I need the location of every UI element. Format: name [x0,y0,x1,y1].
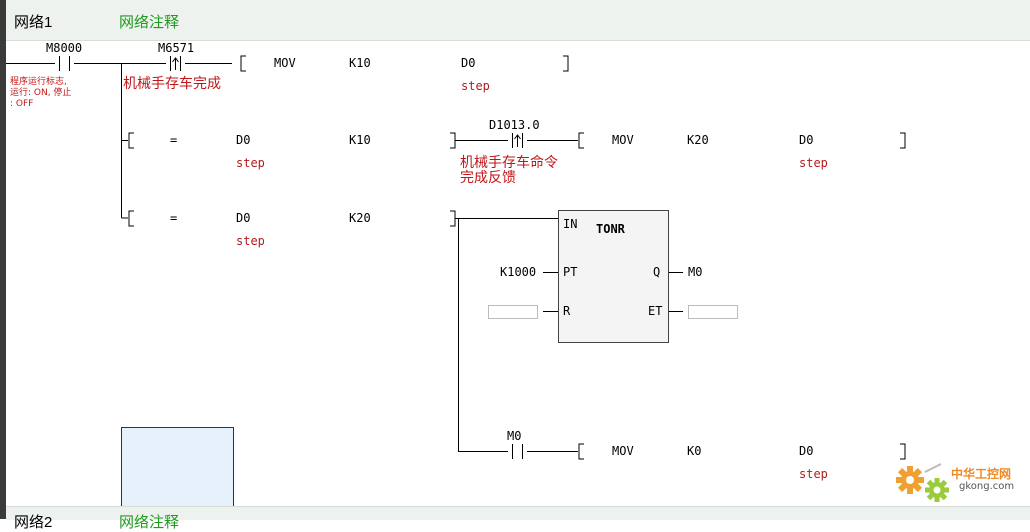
ladder-wiring [6,55,906,460]
tonr-r-pin: R [563,304,571,318]
tonr-q-output[interactable]: M0 [688,265,703,279]
mov2-dst[interactable]: D0 [799,133,814,147]
network-title: 网络1 [14,14,53,31]
tonr-in-pin: IN [563,217,578,231]
watermark-brand: 中华工控网 [951,467,1012,481]
mov3-dst-symbol: step [799,467,828,481]
editor-left-border [0,0,6,519]
compare2-b[interactable]: K20 [349,211,371,225]
contact-m0-address[interactable]: M0 [507,429,522,443]
contact-d1013-address[interactable]: D1013.0 [489,118,540,132]
mov2-op[interactable]: MOV [612,133,634,147]
mov1-dst-symbol: step [461,79,490,93]
network-header[interactable]: 网络2 网络注释 [6,506,1030,531]
mov3-dst[interactable]: D0 [799,444,814,458]
network-header[interactable]: 网络1 网络注释 [6,0,1030,41]
compare2-op[interactable]: = [170,211,178,225]
gkong-watermark: 中华工控网 gkong.com [893,460,1023,508]
network-title: 网络2 [14,514,53,531]
tonr-r-operand-field[interactable] [488,305,538,319]
network-comment[interactable]: 网络注释 [119,514,180,531]
network-comment[interactable]: 网络注释 [119,14,180,31]
tonr-q-pin: Q [653,265,661,279]
tonr-pt-value[interactable]: K1000 [500,265,537,279]
mov1-dst[interactable]: D0 [461,56,476,70]
mov2-src[interactable]: K20 [687,133,709,147]
tonr-et-pin: ET [648,304,663,318]
tonr-timer-block[interactable] [558,210,669,343]
selected-cell-cursor[interactable] [121,427,234,507]
compare1-a-symbol: step [236,156,265,170]
mov3-src[interactable]: K0 [687,444,702,458]
contact-d1013-comment: 机械手存车命令 完成反馈 [460,155,558,186]
contact-m8000-comment: 程序运行标志, 运行: ON, 停止 : OFF [10,77,72,109]
contact-m6571-address[interactable]: M6571 [158,41,195,55]
compare2-a-symbol: step [236,234,265,248]
contact-m8000-address[interactable]: M8000 [46,41,83,55]
contact-m6571-comment: 机械手存车完成 [123,76,221,92]
mov1-src[interactable]: K10 [349,56,371,70]
tonr-et-operand-field[interactable] [688,305,738,319]
compare1-b[interactable]: K10 [349,133,371,147]
compare2-a[interactable]: D0 [236,211,251,225]
compare1-a[interactable]: D0 [236,133,251,147]
mov3-op[interactable]: MOV [612,444,634,458]
gear-icon [896,463,949,502]
watermark-site: gkong.com [959,481,1015,492]
mov1-op[interactable]: MOV [274,56,296,70]
tonr-pt-pin: PT [563,265,578,279]
compare1-op[interactable]: = [170,133,178,147]
tonr-name: TONR [596,222,625,236]
mov2-dst-symbol: step [799,156,828,170]
